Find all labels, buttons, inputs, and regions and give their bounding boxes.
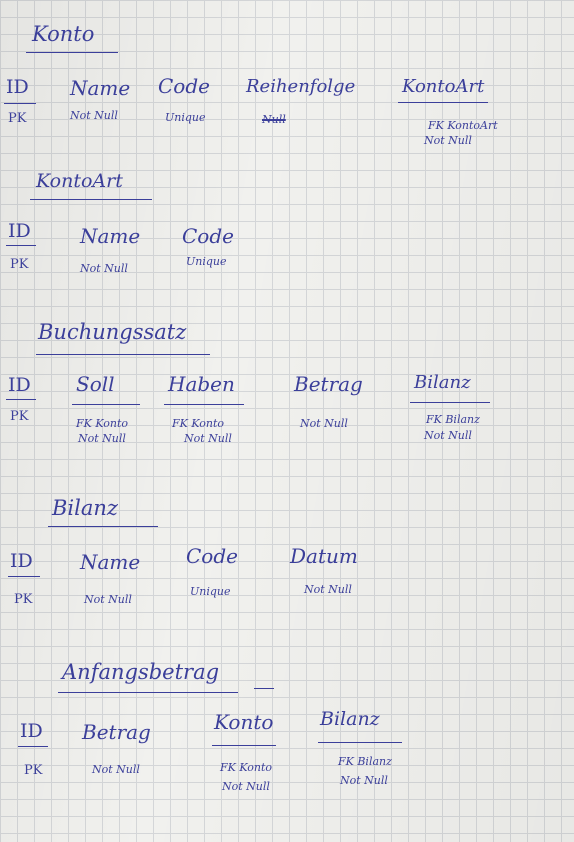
column-soll: Soll [76,372,115,396]
column-datum: Datum [290,544,358,568]
constraint: Unique [190,585,231,598]
column-konto: Konto [214,710,274,734]
column-id: ID [6,76,29,98]
fk-underline [410,402,490,403]
column-haben: Haben [168,372,235,396]
column-name: Name [80,550,141,574]
constraint: Not Null [300,417,348,430]
constraint: FK KontoArt [428,119,498,132]
title-underline [36,354,210,355]
fk-underline [72,404,140,405]
id-underline [6,399,36,400]
table-title: Konto [32,22,95,46]
title-underline [30,199,152,200]
constraint: Not Null [84,593,132,606]
table-title: Anfangsbetrag [62,660,220,684]
constraint-pk: PK [8,111,27,126]
constraint: FK Bilanz [426,413,480,426]
table-title: KontoArt [36,170,123,192]
column-code: Code [158,74,210,98]
constraint: Unique [186,255,227,268]
constraint-pk: PK [14,592,33,607]
column-betrag: Betrag [82,720,151,744]
id-underline [8,576,40,577]
title-underline [58,692,238,693]
constraint-crossed-out: Null [262,113,286,126]
column-bilanz: Bilanz [320,708,380,730]
id-underline [6,245,36,246]
constraint: Not Null [70,109,118,122]
constraint: Not Null [78,432,126,445]
column-code: Code [182,224,234,248]
constraint: FK Konto [172,417,225,430]
title-underline [48,526,158,527]
constraint: Not Null [80,262,128,275]
column-id: ID [20,720,43,742]
fk-underline [212,745,276,746]
id-underline [4,103,36,104]
title-underline [26,52,118,53]
column-code: Code [186,544,238,568]
constraint: Not Null [424,429,472,442]
constraint: Unique [165,111,206,124]
id-underline [18,746,48,747]
column-name: Name [80,224,141,248]
constraint: Not Null [424,134,472,147]
column-id: ID [8,374,31,396]
fk-underline [318,742,402,743]
constraint: Not Null [304,583,352,596]
fk-underline [398,102,488,103]
column-name: Name [70,76,131,100]
constraint-pk: PK [24,763,43,778]
constraint: FK Konto [220,761,273,774]
constraint: Not Null [184,432,232,445]
constraint-pk: PK [10,257,29,272]
column-reihenfolge: Reihenfolge [246,76,356,97]
table-title: Bilanz [52,496,118,520]
column-id: ID [10,550,33,572]
constraint: Not Null [340,774,388,787]
constraint: Not Null [222,780,270,793]
constraint-pk: PK [10,409,29,424]
fk-underline [164,404,244,405]
stray-dash [254,688,274,689]
constraint: FK Bilanz [338,755,392,768]
constraint: FK Konto [76,417,129,430]
constraint: Not Null [92,763,140,776]
column-id: ID [8,220,31,242]
column-kontoart: KontoArt [402,76,485,97]
column-betrag: Betrag [294,372,363,396]
table-title: Buchungssatz [38,320,187,344]
column-bilanz: Bilanz [414,372,471,393]
